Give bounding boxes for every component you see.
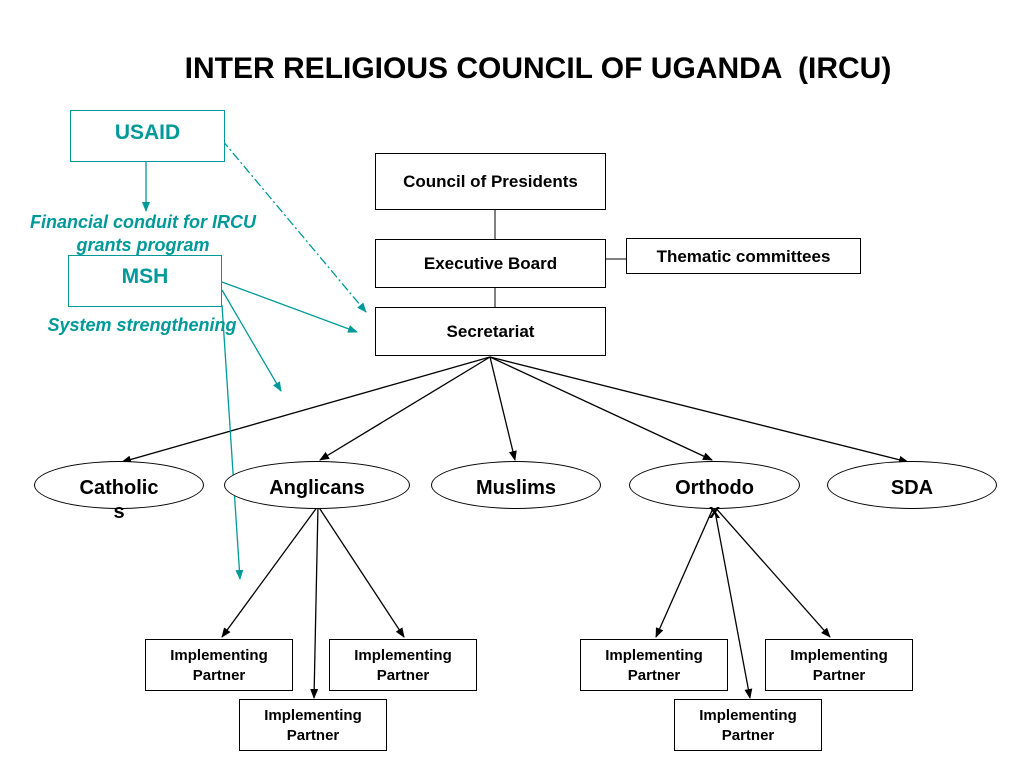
msh-label: MSH bbox=[121, 265, 169, 288]
usaid-to-secretariat-dashed-arrow bbox=[221, 139, 367, 313]
partner-label-line1: Implementing bbox=[264, 707, 362, 724]
financial-conduit-note: Financial conduit for IRCU grants progra… bbox=[8, 211, 278, 257]
anglicans-to-partner-arrow bbox=[310, 505, 319, 699]
faith-label-line1: Catholic bbox=[79, 477, 159, 499]
secretariat-to-orthodox-arrow bbox=[489, 356, 713, 461]
orthodox-to-partner-arrow bbox=[655, 505, 715, 638]
partner-label-line1: Implementing bbox=[790, 647, 888, 664]
financial-note-line2: grants program bbox=[76, 235, 210, 255]
partner-label-line2: Partner bbox=[286, 727, 340, 744]
thematic-committees-box: Thematic committees bbox=[626, 238, 861, 274]
partner-label-line2: Partner bbox=[376, 667, 430, 684]
partner-label-line2: Partner bbox=[627, 667, 681, 684]
partner-label-line1: Implementing bbox=[699, 707, 797, 724]
faith-sda: SDA bbox=[827, 461, 997, 509]
faith-label-line1: Muslims bbox=[475, 477, 557, 499]
faith-label-line1: Anglicans bbox=[269, 477, 365, 499]
faith-label-line1: SDA bbox=[890, 477, 934, 499]
implementing-partner-box: Implementing Partner bbox=[329, 639, 477, 691]
faith-orthodox: Orthodo x bbox=[629, 461, 800, 523]
secretariat-to-muslims-arrow bbox=[489, 356, 517, 461]
msh-to-partners-arrow bbox=[221, 304, 244, 580]
partner-label-line1: Implementing bbox=[170, 647, 268, 664]
faith-label-line1: Orthodo bbox=[675, 477, 754, 499]
system-strengthening-note: System strengthening bbox=[47, 315, 237, 335]
partner-label-line2: Partner bbox=[812, 667, 866, 684]
anglicans-to-partner-arrow bbox=[317, 505, 405, 638]
orthodox-to-partner-arrow bbox=[713, 505, 753, 699]
faith-label-line2: s bbox=[113, 501, 125, 523]
council-of-presidents-box: Council of Presidents bbox=[375, 153, 606, 210]
usaid-label: USAID bbox=[114, 121, 181, 144]
implementing-partner-box: Implementing Partner bbox=[145, 639, 293, 691]
orthodox-to-partner-arrow bbox=[713, 505, 831, 638]
faith-anglicans: Anglicans bbox=[224, 461, 410, 509]
usaid-box: USAID bbox=[70, 110, 225, 162]
faith-label-line2: x bbox=[708, 501, 721, 523]
secretariat-to-anglicans-arrow bbox=[319, 356, 491, 461]
secretariat-to-sda-arrow bbox=[489, 356, 909, 464]
financial-note-line1: Financial conduit for IRCU bbox=[29, 212, 256, 232]
partner-label-line1: Implementing bbox=[354, 647, 452, 664]
partner-label-line2: Partner bbox=[192, 667, 246, 684]
page-title: INTER RELIGIOUS COUNCIL OF UGANDA (IRCU) bbox=[184, 52, 892, 85]
faith-catholics: Catholic s bbox=[34, 461, 204, 523]
msh-to-secretariat-arrow bbox=[221, 281, 358, 333]
implementing-partner-box: Implementing Partner bbox=[765, 639, 913, 691]
faith-muslims: Muslims bbox=[431, 461, 601, 509]
msh-to-faiths-arrow bbox=[221, 289, 282, 392]
implementing-partner-box: Implementing Partner bbox=[674, 699, 822, 751]
anglicans-to-partner-arrow bbox=[221, 505, 319, 638]
implementing-partner-box: Implementing Partner bbox=[580, 639, 728, 691]
executive-board-box: Executive Board bbox=[375, 239, 606, 288]
secretariat-box: Secretariat bbox=[375, 307, 606, 356]
msh-box: MSH bbox=[68, 255, 222, 307]
secretariat-to-catholics-arrow bbox=[121, 356, 491, 464]
partner-label-line1: Implementing bbox=[605, 647, 703, 664]
implementing-partner-box: Implementing Partner bbox=[239, 699, 387, 751]
partner-label-line2: Partner bbox=[721, 727, 775, 744]
